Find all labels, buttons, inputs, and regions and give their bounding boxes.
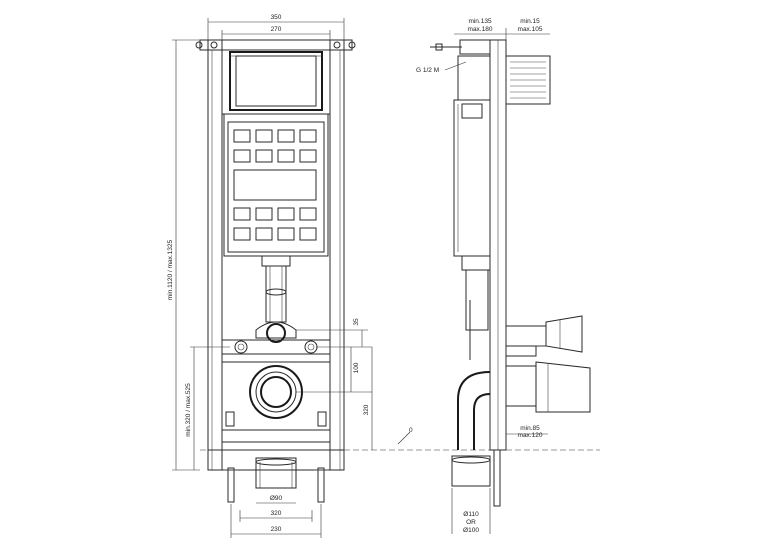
dim-pipe-or: OR [466,519,476,526]
dim-offset-320: 320 [363,404,370,415]
front-view: 350 270 [167,14,600,538]
cistern-panels [233,129,317,241]
dim-projection-min: min.85 [520,425,540,432]
dim-height-inlet: min.320 / max.525 [185,383,192,437]
dim-offset-35: 35 [353,318,360,326]
dim-height-frame: min.1120 / max.1325 [167,240,174,301]
dim-width-bottom-230: 230 [271,526,282,533]
dim-width-bottom-320: 320 [271,510,282,517]
dim-depth-max180: max.180 [468,26,493,33]
dim-depth-min135: min.135 [468,18,492,25]
actuator-ribs [510,61,546,99]
dim-projection-max: max.120 [518,432,543,439]
side-view: min.135 max.180 min.15 max.105 G 1/2 M [397,18,591,534]
dim-width-inner: 270 [271,26,282,33]
dim-pipe-100: Ø100 [463,527,479,534]
floor-mark: 0 [409,427,413,434]
dim-pipe-110: Ø110 [463,511,479,518]
dim-offset-100: 100 [353,362,360,373]
dim-width-outer: 350 [271,14,282,21]
thread-label: G 1/2 M [416,67,439,74]
dim-depth-max105: max.105 [518,26,543,33]
dim-depth-min15: min.15 [520,18,540,25]
dim-drain-diameter: Ø90 [270,495,283,502]
